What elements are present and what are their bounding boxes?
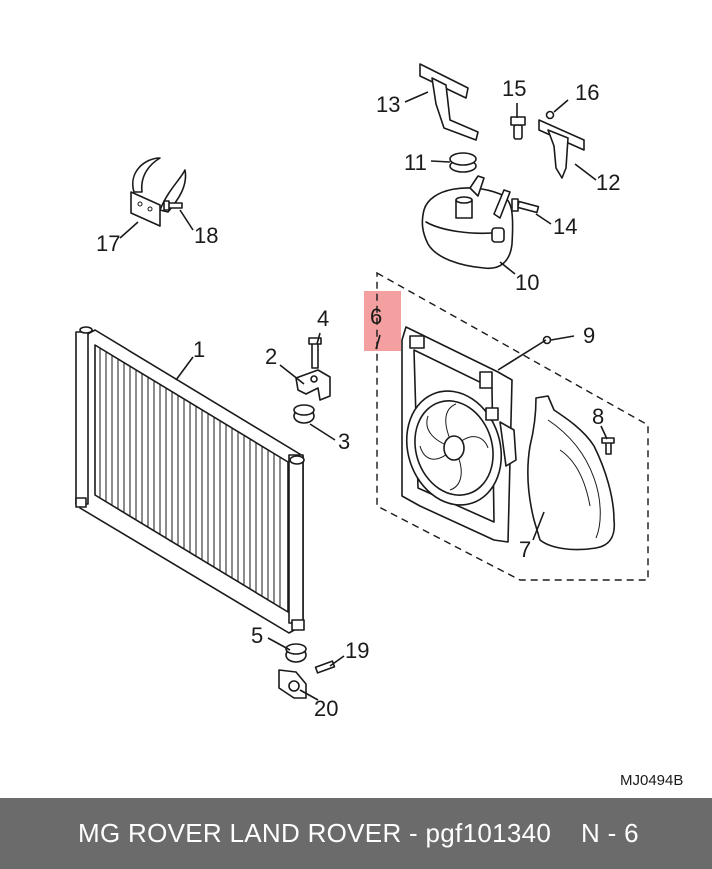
callout-9: 9 [583, 323, 595, 348]
bracket-part-17 [130, 157, 187, 227]
footer-position: N - 6 [581, 818, 639, 848]
cover-part-7 [527, 395, 616, 551]
bracket-part-2 [295, 369, 331, 401]
bolt-part-8 [601, 437, 615, 455]
parts-diagram: 1 2 3 4 5 6 7 8 9 10 11 12 13 14 15 16 1… [75, 63, 683, 789]
footer-brand-part-number: MG ROVER LAND ROVER - pgf101340 [78, 818, 552, 848]
callout-20: 20 [314, 696, 338, 721]
cap-part-11 [449, 152, 477, 173]
fan-cowl-part-6 [401, 326, 517, 543]
bolt-part-4 [308, 337, 322, 369]
callout-12: 12 [596, 170, 620, 195]
callout-5: 5 [251, 623, 263, 648]
callout-3: 3 [338, 429, 350, 454]
fan-assembly-dashed-box [376, 271, 649, 581]
footer-bar: MG ROVER LAND ROVER - pgf101340 N - 6 [0, 798, 712, 869]
callout-1: 1 [193, 337, 205, 362]
callout-16: 16 [575, 80, 599, 105]
callout-17: 17 [96, 231, 120, 256]
callouts: 1 2 3 4 5 6 7 8 9 10 11 12 13 14 15 16 1… [96, 76, 620, 721]
callout-14: 14 [553, 214, 577, 239]
callout-10: 10 [515, 270, 539, 295]
bolt-part-16 [545, 110, 555, 120]
grommet-part-3 [293, 404, 315, 424]
bolt-part-19 [314, 660, 336, 674]
callout-19: 19 [345, 638, 369, 663]
bracket-part-13 [419, 63, 479, 141]
callout-18: 18 [194, 223, 218, 248]
leader-lines [119, 91, 608, 701]
bolt-part-15 [510, 116, 526, 140]
callout-7: 7 [519, 537, 531, 562]
callout-13: 13 [376, 92, 400, 117]
bracket-part-12 [538, 119, 585, 179]
expansion-tank-part-10 [421, 175, 514, 270]
callout-15: 15 [502, 76, 526, 101]
callout-4: 4 [317, 306, 329, 331]
callout-6: 6 [370, 304, 382, 329]
bolt-part-18 [163, 200, 183, 211]
part-6-highlight [364, 291, 401, 351]
drawing-code: MJ0494B [620, 772, 683, 789]
callout-2: 2 [265, 344, 277, 369]
grommet-part-5 [285, 643, 307, 663]
bolt-part-14 [511, 198, 540, 214]
screw-part-9 [542, 335, 552, 345]
callout-8: 8 [592, 404, 604, 429]
radiator-part-1 [75, 326, 305, 634]
bracket-part-20 [278, 669, 307, 699]
callout-11: 11 [404, 150, 427, 175]
